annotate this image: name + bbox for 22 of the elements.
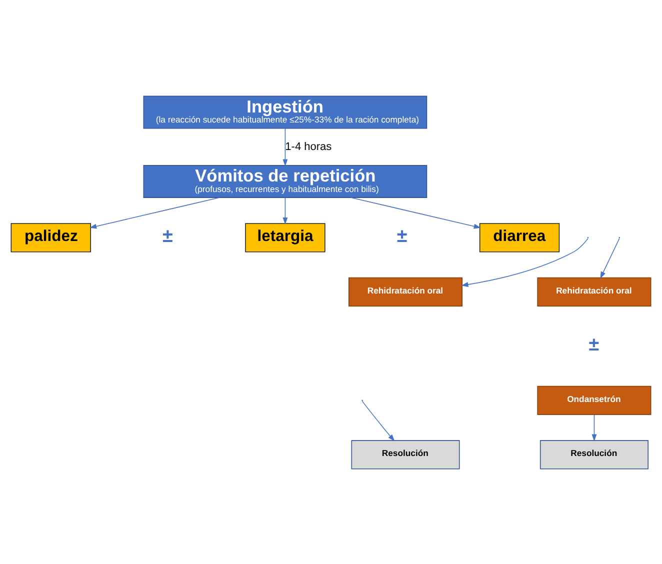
arrow [600, 238, 620, 278]
arrow [461, 238, 588, 286]
arrow [350, 196, 481, 228]
arrow [592, 414, 597, 441]
node-box: Rehidratación oral [348, 276, 462, 306]
label: ± [162, 224, 173, 246]
node-box: Resolución [540, 440, 648, 469]
arrow [282, 196, 288, 224]
arrow [282, 128, 288, 166]
node-box: Vómitos de repetición (profusos, recurrentes y habitualmente con bilis) [143, 164, 428, 198]
label: ± [396, 224, 408, 246]
node-box: Ondansetrón [537, 385, 652, 414]
edge-label: 1-4 horas [285, 140, 332, 152]
arrow [362, 400, 395, 441]
arrow [89, 196, 220, 228]
label: ± [588, 332, 600, 354]
node-box: letargia [245, 222, 326, 252]
node-box: palidez [10, 222, 91, 252]
node-box: diarrea [479, 222, 560, 252]
node-box: Resolución [351, 440, 460, 469]
node-box: Rehidratación oral [537, 276, 652, 306]
node-box: Ingestión (la reacción sucede habitualmente ≤25%-33% de la ración completa) [143, 95, 428, 128]
